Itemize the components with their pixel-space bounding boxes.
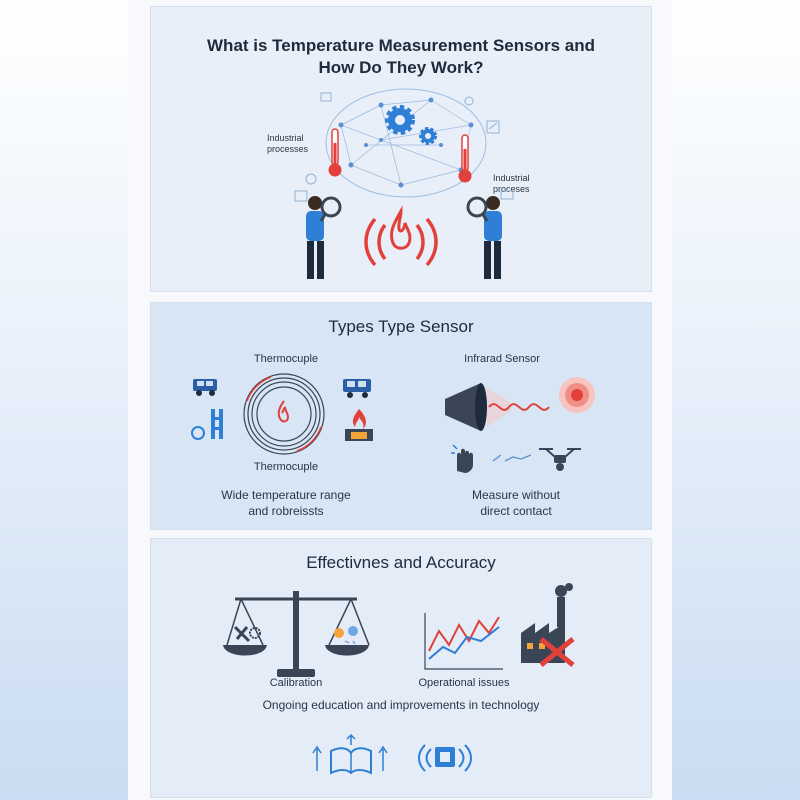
- thermometer-right-icon: [458, 134, 472, 183]
- thermocouple-top-label: Thermocuple: [253, 353, 319, 365]
- effectiveness-title: Effectivnes and Accuracy: [306, 553, 496, 572]
- valve-icon: [191, 409, 223, 440]
- types-panel: Types Type Sensor Thermocuple Thermocupl…: [150, 302, 652, 530]
- page-title-line-1: What is Temperature Measurement Sensors …: [207, 36, 595, 55]
- hand-touch-icon: [451, 444, 473, 473]
- drone-icon: [539, 448, 581, 471]
- person-left-icon: [306, 196, 342, 279]
- balance-scale-icon: [223, 591, 370, 677]
- chip-signal-icon: [418, 744, 472, 772]
- industrial-processes-left-label: Industrial processes: [267, 133, 309, 154]
- truck-right-icon: [343, 379, 371, 398]
- thermocouple-bottom-label: Thermocuple: [253, 461, 319, 473]
- signal-wave-icon: [492, 454, 532, 462]
- infrared-desc-line-2: direct contact: [480, 504, 552, 518]
- fluctuation-chart-icon: [424, 613, 503, 670]
- page-title-line-2: How Do They Work?: [318, 58, 484, 77]
- decorative-outline-icons: [294, 92, 514, 202]
- heat-signal-icon: [364, 205, 438, 267]
- brain-network-icon: [325, 88, 487, 198]
- industrial-processes-right-label: Industrial proceses: [493, 173, 530, 194]
- types-title: Types Type Sensor: [328, 317, 474, 336]
- thermocouple-desc-line-2: and robreissts: [248, 504, 324, 518]
- summary-text: Ongoing education and improvements in te…: [262, 698, 540, 712]
- infrared-desc-line-1: Measure without: [471, 488, 561, 502]
- truck-left-icon: [193, 379, 217, 396]
- gear-small-icon: [419, 127, 437, 145]
- gear-icon: [385, 105, 415, 135]
- infrared-emitter-icon: [445, 377, 595, 431]
- person-right-icon: [466, 196, 502, 279]
- fire-furnace-icon: [345, 409, 373, 441]
- operational-issues-label: Operational issues: [418, 677, 510, 689]
- thermocouple-desc-line-1: Wide temperature range: [221, 488, 351, 502]
- book-upgrade-icon: [312, 733, 388, 775]
- thermometer-left-icon: [328, 128, 342, 177]
- effectiveness-panel: Effectivnes and Accuracy Calibration Ope…: [150, 538, 652, 798]
- intro-panel: What is Temperature Measurement Sensors …: [150, 6, 652, 292]
- calibration-label: Calibration: [269, 677, 323, 689]
- infrared-sensor-label: Infrarad Sensor: [464, 353, 540, 365]
- factory-cancel-icon: [521, 583, 575, 667]
- thermocouple-coil-icon: [243, 373, 325, 455]
